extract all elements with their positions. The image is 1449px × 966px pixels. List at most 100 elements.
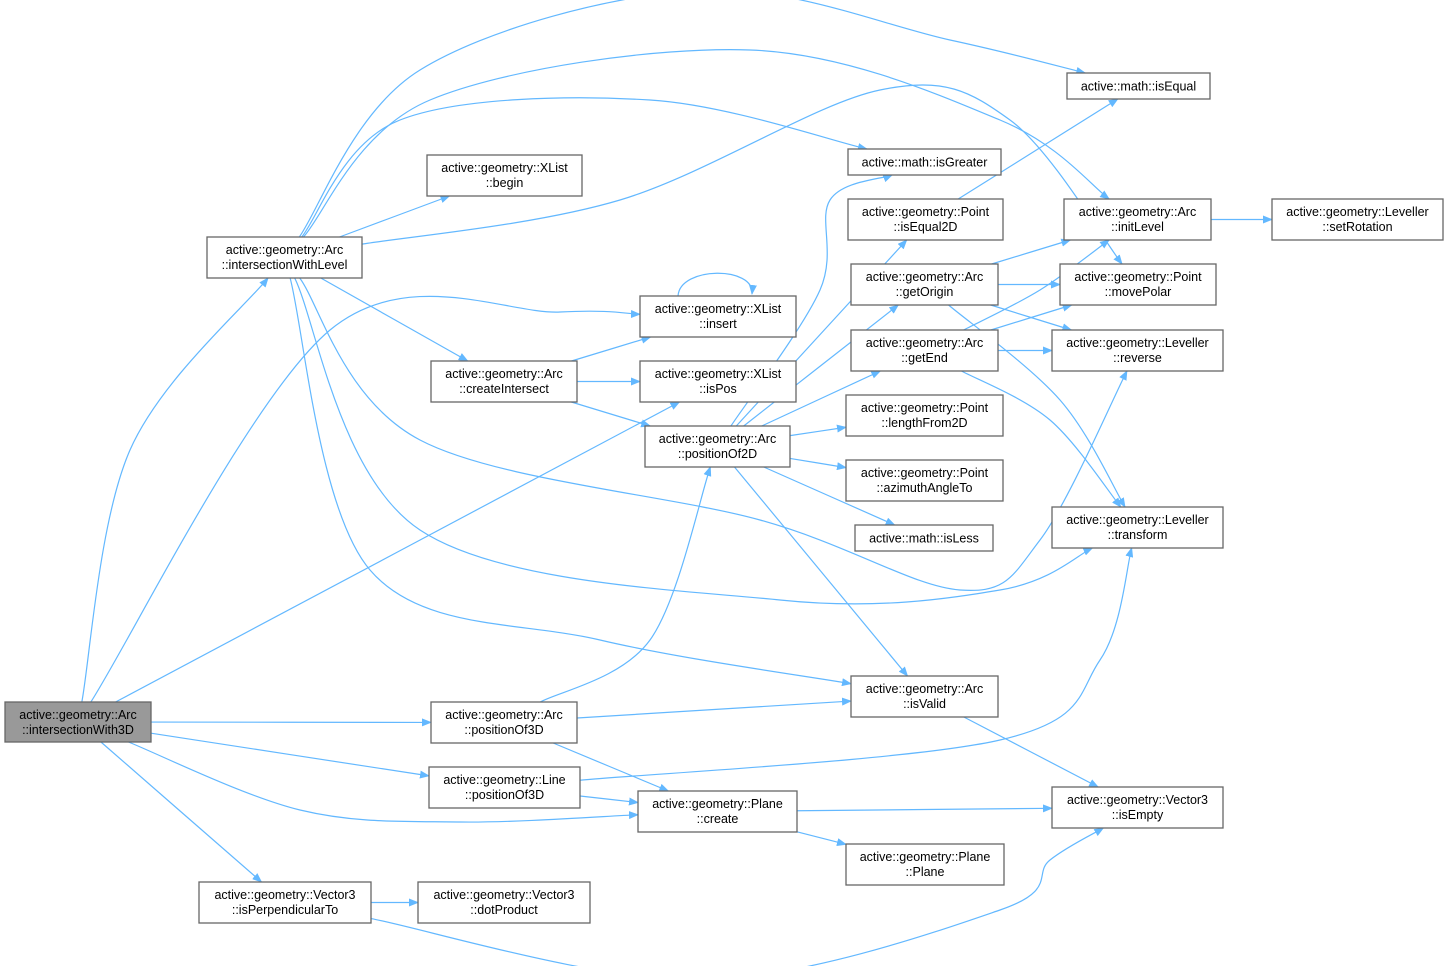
node-root[interactable]: active::geometry::Arc::intersectionWith3… — [4, 701, 152, 743]
edge-insert-to-insert — [677, 272, 757, 297]
node-isPos[interactable]: active::geometry::XList::isPos — [639, 360, 797, 403]
edge-posOf2D-to-lengthFrom2D — [789, 424, 847, 437]
edge-root-to-isPos — [115, 401, 681, 703]
node-label: ::movePolar — [1105, 285, 1172, 299]
node-label: active::geometry::XList — [655, 367, 782, 381]
node-planeCreate[interactable]: active::geometry::Plane::create — [637, 790, 798, 833]
edge-linePos3D-to-transform — [579, 547, 1134, 781]
node-isGreater[interactable]: active::math::isGreater — [847, 148, 1002, 176]
node-box — [847, 148, 1002, 176]
edge-planeCreate-to-plane — [796, 831, 847, 846]
edge-getOrigin-to-initLevel — [991, 238, 1072, 265]
node-label: ::positionOf2D — [678, 447, 757, 461]
node-begin[interactable]: active::geometry::XList::begin — [426, 154, 583, 197]
node-box — [850, 675, 999, 718]
node-azimuth[interactable]: active::geometry::Point::azimuthAngleTo — [845, 459, 1004, 502]
node-label: ::isValid — [903, 697, 946, 711]
node-label: active::math::isLess — [869, 532, 979, 546]
node-plane[interactable]: active::geometry::Plane::Plane — [845, 843, 1005, 886]
node-box — [206, 236, 363, 279]
node-label: ::lengthFrom2D — [881, 416, 967, 430]
node-label: ::intersectionWith3D — [22, 723, 134, 737]
node-label: active::geometry::Leveller — [1066, 513, 1208, 527]
node-label: ::Plane — [906, 865, 945, 879]
edge-iwl-to-initLevel — [302, 49, 1110, 238]
node-label: ::transform — [1108, 528, 1168, 542]
node-label: ::isPerpendicularTo — [232, 903, 338, 917]
node-label: active::geometry::Arc — [866, 336, 983, 350]
node-label: ::positionOf3D — [465, 788, 544, 802]
node-label: active::geometry::Plane — [860, 850, 991, 864]
node-label: active::geometry::Point — [862, 205, 990, 219]
edge-posOf2D-to-azimuth — [789, 457, 847, 471]
edge-iwl-to-isGreater — [301, 97, 868, 238]
node-box — [847, 198, 1004, 241]
node-lengthFrom2D[interactable]: active::geometry::Point::lengthFrom2D — [845, 394, 1004, 437]
node-isEmpty[interactable]: active::geometry::Vector3::isEmpty — [1051, 786, 1224, 829]
edge-iwl-to-isValid — [289, 277, 852, 687]
node-box — [430, 701, 578, 744]
node-box — [850, 329, 999, 372]
edge-getEnd-to-initLevel — [963, 239, 1110, 331]
node-label: active::geometry::Arc — [445, 708, 562, 722]
node-label: ::insert — [699, 317, 737, 331]
edge-posOf2D-to-getEnd — [761, 370, 882, 427]
node-label: active::geometry::Arc — [226, 243, 343, 257]
node-isPerp[interactable]: active::geometry::Vector3::isPerpendicul… — [198, 881, 372, 924]
edge-iwl-to-movePolar — [361, 84, 1123, 265]
edge-getEnd-to-movePolar — [990, 303, 1073, 331]
node-box — [1059, 263, 1217, 306]
node-transform[interactable]: active::geometry::Leveller::transform — [1051, 506, 1224, 549]
node-label: active::geometry::Vector3 — [214, 888, 355, 902]
node-iwl[interactable]: active::geometry::Arc::intersectionWithL… — [206, 236, 363, 279]
node-label: active::geometry::Arc — [445, 367, 562, 381]
node-isLess[interactable]: active::math::isLess — [854, 524, 994, 552]
node-label: active::geometry::Arc — [866, 270, 983, 284]
node-box — [637, 790, 798, 833]
node-movePolar[interactable]: active::geometry::Point::movePolar — [1059, 263, 1217, 306]
edge-iwl-to-createIntersect — [320, 277, 469, 362]
node-initLevel[interactable]: active::geometry::Arc::initLevel — [1063, 198, 1212, 241]
edge-root-to-insert — [90, 295, 641, 703]
node-label: active::geometry::Vector3 — [1067, 793, 1208, 807]
node-dot[interactable]: active::geometry::Vector3::dotProduct — [417, 881, 591, 924]
node-createIntersect[interactable]: active::geometry::Arc::createIntersect — [430, 360, 578, 403]
edge-posOf2D-to-getOrigin — [743, 304, 900, 427]
node-label: ::getOrigin — [896, 285, 954, 299]
node-getOrigin[interactable]: active::geometry::Arc::getOrigin — [850, 263, 999, 306]
node-label: ::create — [697, 812, 739, 826]
edge-root-to-linePos3D — [150, 732, 430, 779]
node-box — [417, 881, 591, 924]
node-isEqual2D[interactable]: active::geometry::Point::isEqual2D — [847, 198, 1004, 241]
node-label: ::initLevel — [1111, 220, 1164, 234]
node-arcPos3D[interactable]: active::geometry::Arc::positionOf3D — [430, 701, 578, 744]
node-label: ::dotProduct — [470, 903, 538, 917]
edge-iwl-to-transform — [294, 277, 1094, 605]
edge-getEnd-to-transform — [961, 370, 1122, 508]
edge-iwl-to-isEqual — [298, 0, 1087, 238]
edge-posOf2D-to-isEqual2D — [735, 239, 908, 427]
node-posOf2D[interactable]: active::geometry::Arc::positionOf2D — [644, 425, 791, 468]
node-reverse[interactable]: active::geometry::Leveller::reverse — [1051, 329, 1224, 372]
node-label: active::math::isEqual — [1081, 80, 1196, 94]
node-box — [845, 843, 1005, 886]
node-isValid[interactable]: active::geometry::Arc::isValid — [850, 675, 999, 718]
node-getEnd[interactable]: active::geometry::Arc::getEnd — [850, 329, 999, 372]
edge-posOf2D-to-isValid — [734, 466, 909, 677]
edge-createIntersect-to-insert — [571, 335, 652, 362]
node-label: active::math::isGreater — [862, 156, 988, 170]
edge-isEqual2D-to-isEqual — [957, 98, 1119, 200]
node-label: ::isEqual2D — [894, 220, 958, 234]
node-label: ::isEmpty — [1112, 808, 1164, 822]
node-linePos3D[interactable]: active::geometry::Line::positionOf3D — [428, 766, 581, 809]
edge-planeCreate-to-isEmpty — [796, 804, 1053, 813]
node-insert[interactable]: active::geometry::XList::insert — [639, 295, 797, 338]
node-box — [1271, 198, 1444, 241]
node-box — [845, 459, 1004, 502]
edge-iwl-to-reverse — [299, 277, 1128, 592]
edge-root-to-isPerp — [100, 741, 263, 883]
node-setRotation[interactable]: active::geometry::Leveller::setRotation — [1271, 198, 1444, 241]
edge-arcPos3D-to-isValid — [576, 697, 852, 719]
node-isEqual[interactable]: active::math::isEqual — [1066, 72, 1211, 100]
node-label: active::geometry::Arc — [659, 432, 776, 446]
